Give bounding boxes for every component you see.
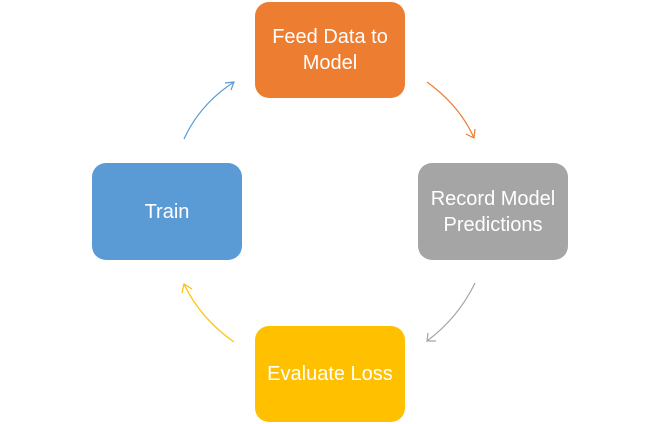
step-label: Feed Data to Model xyxy=(272,26,388,74)
step-train: Train xyxy=(92,163,242,260)
arrow-feed-to-record xyxy=(426,81,475,139)
arrowhead-feed-to-record xyxy=(465,128,476,139)
arrow-record-to-evaluate xyxy=(426,282,476,342)
step-record-model-predictions: Record Model Predictions xyxy=(418,163,568,260)
step-label: Evaluate Loss xyxy=(267,363,393,385)
arrowhead-train-to-feed xyxy=(224,81,235,91)
arrow-train-to-feed xyxy=(183,81,235,140)
step-label: Record Model Predictions xyxy=(430,187,556,236)
arrow-evaluate-to-train xyxy=(183,283,235,343)
step-label: Train xyxy=(144,200,190,223)
step-evaluate-loss: Evaluate Loss xyxy=(255,326,405,422)
step-feed-data-to-model: Feed Data to Model xyxy=(255,2,405,98)
arrowhead-evaluate-to-train xyxy=(181,283,193,294)
arrowhead-record-to-evaluate xyxy=(426,332,436,342)
